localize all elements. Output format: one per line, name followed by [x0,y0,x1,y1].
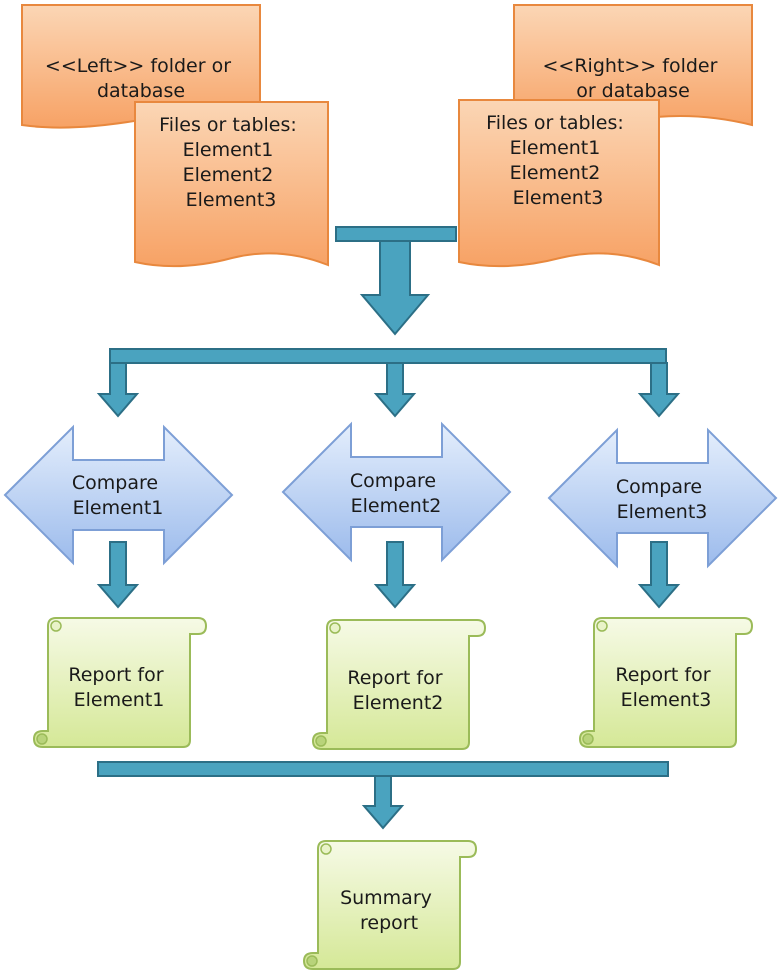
compare-label-1: Compare Element1 [72,472,164,519]
report-scroll-2: Report for Element2 [311,619,487,750]
right-files-shape [458,99,660,268]
merge-arrow-down [359,240,431,336]
report-label-1: Report for Element1 [68,664,169,711]
report-scroll-3: Report for Element3 [578,617,754,748]
right-folder-title: <<Right>> folder or database [543,55,724,102]
report-scroll-shape-3 [578,617,754,748]
report-arrow-2 [373,541,417,609]
summary-label: Summary report [340,887,438,934]
compare-label-3: Compare Element3 [616,476,708,523]
compare-step-3: Compare Element3 [547,427,778,569]
left-files-shape [134,101,329,268]
distribution-arrow-3 [637,362,681,418]
distribution-arrows [96,348,681,418]
compare-step-2: Compare Element2 [281,421,512,563]
merge-bar [335,226,457,242]
report-label-2: Report for Element2 [347,667,448,714]
compare-shape-2 [281,421,512,563]
summary-scroll: Summary report [302,840,478,970]
report-arrow-1 [96,541,140,609]
report-arrows [96,541,681,609]
distribution-bar [109,348,667,364]
left-source: <<Left>> folder or database Files or tab… [21,4,329,268]
right-source: <<Right>> folder or database Files or ta… [458,4,753,268]
collect-arrow-down [361,775,405,830]
distribution-arrow-1 [96,362,140,418]
compare-step-1: Compare Element1 [3,424,234,566]
summary-scroll-shape [302,840,478,970]
left-folder-title: <<Left>> folder or database [45,55,237,102]
report-scroll-1: Report for Element1 [32,617,208,748]
report-scroll-shape-1 [32,617,208,748]
report-arrow-3 [637,541,681,609]
compare-shape-1 [3,424,234,566]
right-files-list: Files or tables: Element1 Element2 Eleme… [486,112,630,209]
collect-bar [97,761,669,777]
merge-arrow [335,226,457,336]
report-label-3: Report for Element3 [615,664,716,711]
left-files-list: Files or tables: Element1 Element2 Eleme… [159,114,303,211]
compare-label-2: Compare Element2 [350,470,442,517]
report-scroll-shape-2 [311,619,487,750]
collect-arrow [97,761,669,830]
distribution-arrow-2 [373,362,417,418]
compare-shape-3 [547,427,778,569]
